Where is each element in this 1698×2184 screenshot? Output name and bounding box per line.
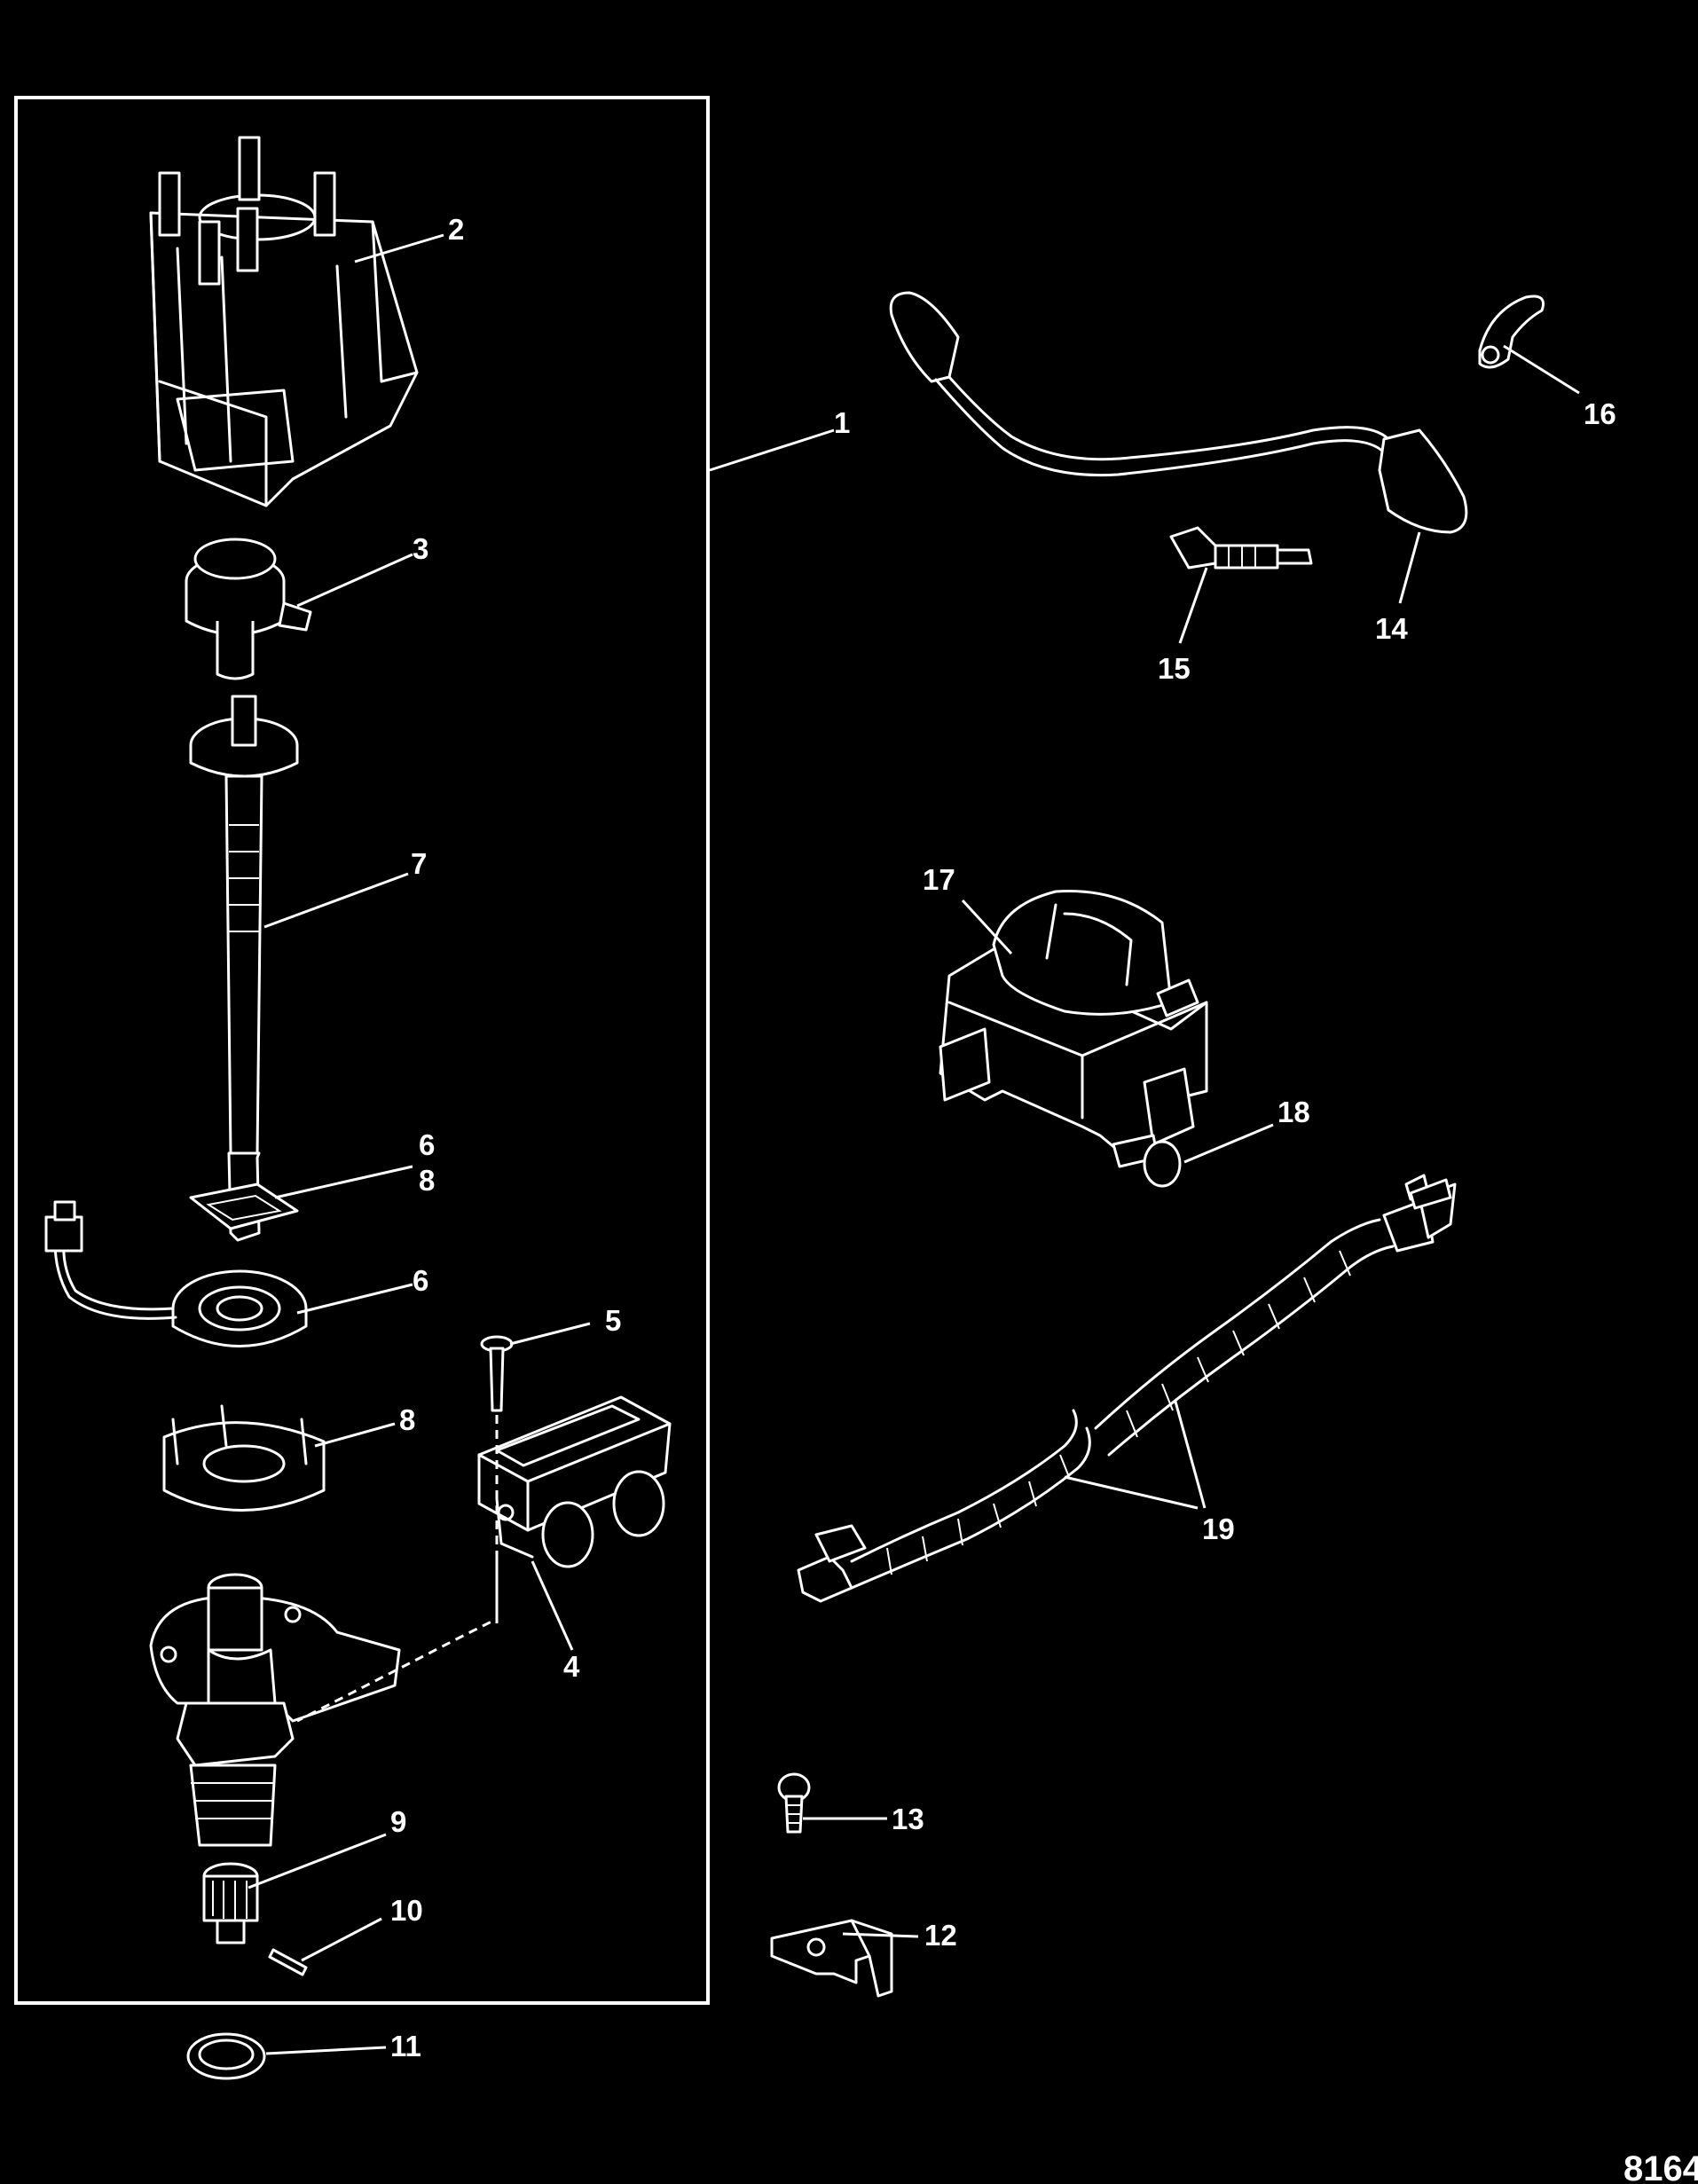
- leader-lines: [248, 233, 1580, 2055]
- wire-clip: [1478, 295, 1545, 369]
- callouts: 1 2 3 4 5 6 8 6 7 8 9 10 11 12 13 14 15 …: [390, 213, 1616, 2062]
- callout-8b: 8: [399, 1403, 415, 1436]
- leader-5: [509, 1322, 591, 1346]
- leader-16: [1503, 344, 1580, 395]
- drive-gear: [202, 1862, 259, 1944]
- distributor-cap: [149, 136, 419, 507]
- callout-2: 2: [448, 213, 464, 246]
- pickup-shield: [162, 1404, 326, 1512]
- roll-pin: [268, 1948, 308, 1976]
- leader-11: [265, 2046, 387, 2055]
- callout-7: 7: [411, 847, 427, 880]
- callout-4: 4: [563, 1650, 580, 1683]
- assembly-box: [14, 96, 710, 2005]
- leader-10: [301, 1917, 382, 1962]
- callout-15: 15: [1158, 652, 1191, 685]
- callout-12: 12: [924, 1919, 957, 1952]
- callout-10: 10: [390, 1894, 423, 1927]
- coil-screw: [1112, 1134, 1182, 1188]
- spark-plug-wire: [889, 291, 1468, 534]
- leader-17: [961, 899, 1013, 955]
- distributor-housing: [149, 1573, 401, 1847]
- pole-piece-plate: [189, 1182, 299, 1230]
- leader-3: [296, 553, 413, 608]
- bolt: [777, 1772, 811, 1834]
- leader-14: [1398, 531, 1421, 604]
- distributor-shaft: [189, 695, 299, 1242]
- ignition-module: [477, 1395, 672, 1568]
- leader-9: [248, 1833, 387, 1889]
- leader-4: [531, 1560, 574, 1651]
- o-ring: [186, 2032, 266, 2080]
- callout-18: 18: [1277, 1096, 1310, 1128]
- callout-13: 13: [892, 1803, 924, 1835]
- leader-8: [314, 1422, 396, 1448]
- figure-number: 8164: [1623, 2149, 1698, 2184]
- callout-14: 14: [1375, 612, 1408, 645]
- callout-1: 1: [834, 406, 850, 439]
- screw: [480, 1335, 514, 1412]
- leader-1: [709, 428, 835, 472]
- leader-15: [1178, 567, 1208, 644]
- leader-12: [842, 1932, 919, 1938]
- leader-19b: [1174, 1401, 1207, 1509]
- spark-plug: [1169, 526, 1313, 570]
- rotor: [185, 538, 312, 680]
- callout-11: 11: [390, 2030, 421, 2062]
- callout-19: 19: [1202, 1512, 1235, 1545]
- callout-5: 5: [605, 1304, 621, 1337]
- leader-6a: [274, 1165, 413, 1199]
- callout-9: 9: [390, 1805, 406, 1838]
- hold-down-clamp: [770, 1919, 893, 1998]
- ignition-coil: [939, 889, 1208, 1159]
- leader-2: [354, 233, 444, 263]
- wiring-harness: [797, 1174, 1457, 1603]
- callout-6a: 6: [419, 1128, 435, 1161]
- callout-16: 16: [1584, 397, 1616, 430]
- leader-7: [263, 872, 409, 929]
- callout-8a: 8: [419, 1164, 435, 1197]
- leader-19a: [1064, 1475, 1199, 1510]
- leader-18: [1183, 1123, 1274, 1164]
- callout-6b: 6: [413, 1264, 428, 1297]
- dashed-mount-line: [296, 1415, 499, 1723]
- pickup-coil: [44, 1200, 308, 1347]
- callout-3: 3: [413, 532, 428, 565]
- leader-6b: [296, 1283, 413, 1315]
- callout-17: 17: [923, 863, 955, 896]
